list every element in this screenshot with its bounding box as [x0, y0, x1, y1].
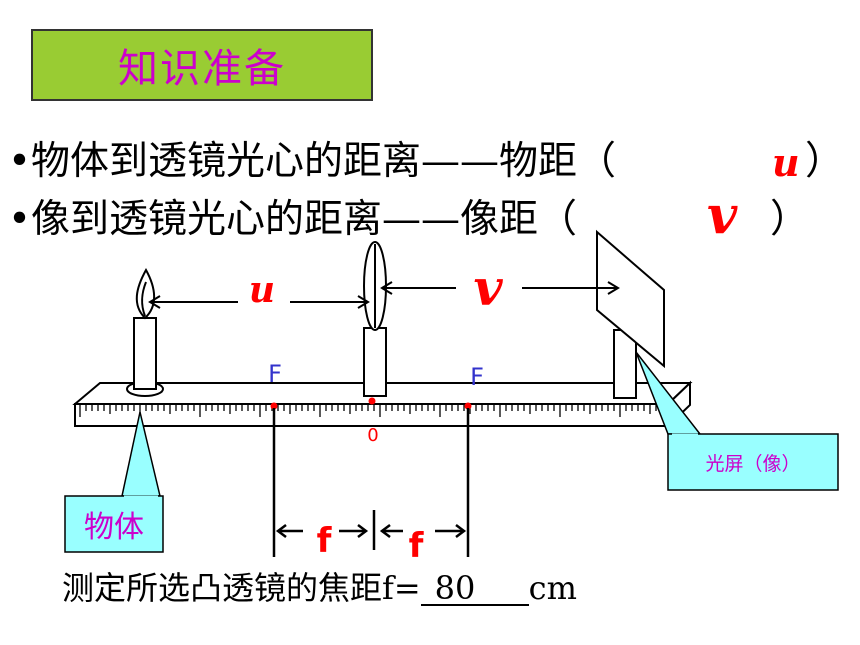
focus-right-label: F	[470, 363, 484, 391]
scale-ticks	[79, 405, 663, 417]
focus-left-dot	[270, 402, 278, 410]
distance-arrows	[148, 281, 620, 309]
focal-length-markers	[272, 408, 470, 557]
optical-center-dot	[368, 397, 376, 405]
screen-callout-box	[667, 433, 839, 491]
candle-body	[133, 317, 157, 390]
f-right-arrow-b-head	[455, 524, 467, 538]
screen-callout-label: 光屏（像）	[705, 452, 801, 475]
v-arrow-right-head	[607, 281, 620, 295]
f-left-arrow-b-head	[357, 524, 369, 538]
focal-length-unit: cm	[528, 569, 577, 607]
title-box: 知识准备	[31, 29, 373, 101]
paren-close-1: ）	[805, 139, 845, 184]
paren-close-2: ）	[770, 197, 810, 242]
f-right-label: f	[409, 526, 425, 566]
focus-right-dot	[464, 402, 472, 410]
u-label: u	[249, 269, 275, 311]
v-label: v	[473, 258, 503, 317]
origin-label: 0	[367, 425, 378, 446]
focal-length-value: 80	[420, 572, 529, 606]
var-u: u	[772, 140, 800, 185]
screen	[596, 229, 665, 399]
f-right-arrow-a-head	[379, 524, 391, 538]
definition-image-distance: •像到透镜光心的距离——像距（	[8, 197, 578, 242]
page-title: 知识准备	[118, 46, 286, 92]
focal-length-prefix: 测定所选凸透镜的焦距f=	[62, 569, 421, 607]
f-left-arrow-a-head	[275, 524, 287, 538]
u-arrow-left-head	[148, 295, 161, 309]
focus-left-label: F	[268, 360, 282, 388]
lens	[363, 241, 387, 397]
u-arrow-right-head	[357, 295, 370, 309]
lens-holder	[363, 327, 387, 397]
candle-flame	[135, 267, 156, 320]
object-callout-label: 物体	[84, 510, 144, 545]
candle-flame-inner	[141, 281, 147, 317]
screen-panel	[596, 229, 665, 369]
object-callout	[64, 411, 164, 553]
object-callout-box	[64, 495, 164, 553]
candle	[126, 267, 164, 397]
v-arrow-left-head	[380, 281, 393, 295]
f-left-label: f	[317, 521, 333, 561]
definition-object-distance: •物体到透镜光心的距离——物距（	[8, 139, 617, 184]
var-v: v	[707, 185, 738, 246]
screen-callout	[635, 351, 839, 491]
